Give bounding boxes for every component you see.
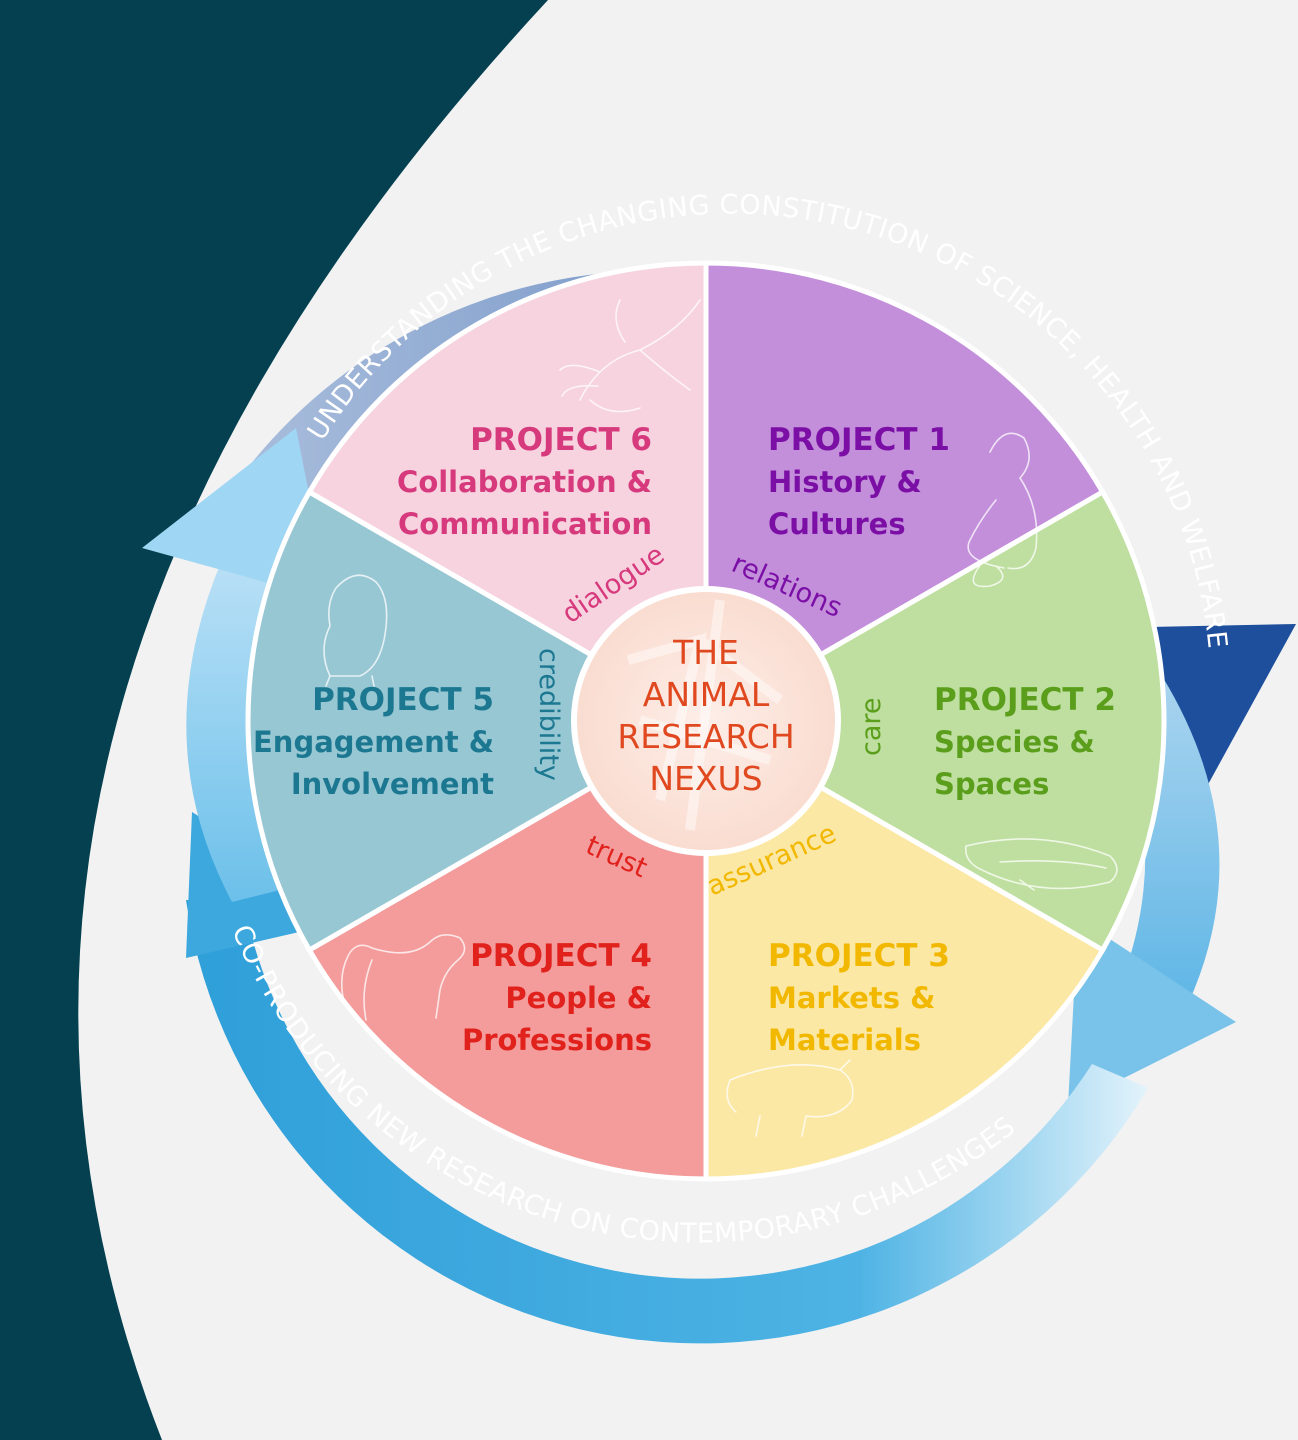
- project-3-line1: Markets &: [768, 981, 935, 1015]
- project-6-title: PROJECT 6: [470, 422, 652, 458]
- project-3-title: PROJECT 3: [768, 938, 950, 974]
- project-2-line2: Spaces: [934, 767, 1049, 801]
- center-line-2: ANIMAL: [643, 675, 770, 714]
- project-2-line1: Species &: [934, 725, 1095, 759]
- project-1-line2: Cultures: [768, 507, 906, 541]
- dog-sketch: [340, 934, 466, 1021]
- project-5-line2: Involvement: [291, 767, 494, 801]
- project-4-line1: People &: [505, 981, 652, 1015]
- wedge-project-5: [245, 488, 712, 954]
- wedge-project-4: [305, 716, 709, 1182]
- project-2-title: PROJECT 2: [934, 682, 1116, 718]
- wedge-project-2: [700, 488, 1167, 954]
- keyword-care: care: [856, 697, 887, 756]
- center-watermark: [626, 599, 783, 831]
- animal-sketches: [323, 299, 1118, 1137]
- project-5-label: PROJECT 5 Engagement & Involvement: [253, 682, 494, 801]
- pig-sketch: [726, 1059, 854, 1137]
- project-3-label: PROJECT 3 Markets & Materials: [768, 938, 950, 1057]
- center-title: THE ANIMAL RESEARCH NEXUS: [617, 633, 794, 798]
- wedge-project-1: [703, 260, 1107, 726]
- project-6-label: PROJECT 6 Collaboration & Communication: [397, 422, 652, 541]
- project-4-label: PROJECT 4 People & Professions: [462, 938, 652, 1057]
- center-hub: [571, 586, 841, 856]
- center-line-4: NEXUS: [649, 759, 762, 798]
- bottom-arc-band: [186, 900, 1148, 1344]
- center-line-3: RESEARCH: [617, 717, 794, 756]
- project-1-label: PROJECT 1 History & Cultures: [768, 422, 950, 541]
- monkey-sketch: [967, 432, 1038, 588]
- project-4-title: PROJECT 4: [470, 938, 652, 974]
- center-line-1: THE: [672, 633, 739, 672]
- keyword-credibility: credibility: [533, 648, 564, 781]
- right-arrow-head: [1068, 918, 1236, 1106]
- project-5-title: PROJECT 5: [312, 682, 494, 718]
- project-1-line1: History &: [768, 465, 922, 499]
- axolotl-sketch: [559, 299, 701, 413]
- project-2-label: PROJECT 2 Species & Spaces: [934, 682, 1116, 801]
- project-6-line1: Collaboration &: [397, 465, 652, 499]
- project-6-line2: Communication: [398, 507, 652, 541]
- project-4-line2: Professions: [462, 1023, 652, 1057]
- mouse-sketch: [323, 574, 388, 687]
- fish-sketch: [964, 838, 1118, 891]
- project-1-title: PROJECT 1: [768, 422, 950, 458]
- project-5-line1: Engagement &: [253, 725, 494, 759]
- wedge-project-6: [305, 260, 709, 726]
- project-3-line2: Materials: [768, 1023, 921, 1057]
